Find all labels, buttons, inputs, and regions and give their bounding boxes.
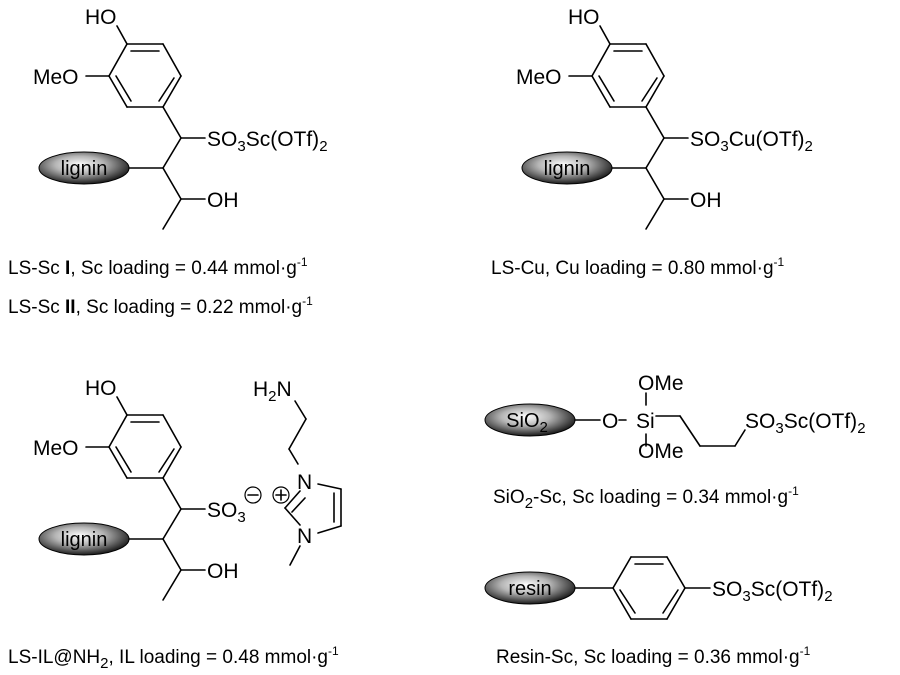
- caption-ls-il: LS-IL@NH2, IL loading = 0.48 mmol·g-1: [8, 644, 339, 672]
- caption-ls-sc-ii: LS-Sc II, Sc loading = 0.22 mmol·g-1: [8, 294, 313, 318]
- sulfonate-scandium-label: SO3Sc(OTf)2: [207, 128, 328, 155]
- lignin-support: [521, 151, 613, 185]
- methoxy-label: MeO: [516, 66, 562, 89]
- sulfonate-anion-label: SO3: [207, 499, 246, 526]
- negative-charge-icon: [244, 486, 262, 504]
- resin-label: resin: [508, 578, 551, 600]
- imidazolium-n1-label: N: [297, 471, 312, 494]
- methoxy-bottom-label: OMe: [638, 440, 684, 463]
- structure-ls-il: HO MeO SO3 OH lignin H2N N N: [33, 377, 342, 601]
- alcohol-label: OH: [207, 560, 239, 583]
- silicon-label: Si: [636, 410, 655, 433]
- alcohol-label: OH: [690, 189, 722, 212]
- hydroxy-label: HO: [85, 377, 117, 400]
- silica-label: SiO2: [506, 410, 548, 436]
- structure-resin-sc: resin SO3Sc(OTf)2: [484, 556, 833, 620]
- structure-ls-sc: HO MeO SO3Sc(OTf)2 OH lignin LS-Sc I, Sc…: [8, 6, 328, 318]
- sulfonate-scandium-label: SO3Sc(OTf)2: [712, 578, 833, 605]
- structure-ls-cu: HO MeO SO3Cu(OTf)2 OH lignin: [516, 6, 813, 230]
- benzene-ring: [612, 556, 686, 620]
- lignin-support: [38, 151, 130, 185]
- lignin-support: [38, 522, 130, 556]
- lignin-label: lignin: [544, 158, 591, 180]
- methoxy-top-label: OMe: [638, 372, 684, 395]
- sulfonate-scandium-label: SO3Sc(OTf)2: [745, 410, 866, 437]
- imidazolium-cation: H2N N N: [253, 378, 342, 566]
- caption-ls-cu: LS-Cu, Cu loading = 0.80 mmol·g-1: [491, 255, 785, 279]
- guaiacyl-ring: [108, 43, 182, 108]
- methoxy-label: MeO: [33, 437, 79, 460]
- guaiacyl-ring: [108, 414, 182, 479]
- positive-charge-icon: [272, 486, 290, 504]
- amine-label: H2N: [253, 378, 292, 405]
- structure-sio2-sc: SiO2 O Si OMe OMe SO3Sc(OTf)2: [484, 372, 866, 463]
- sulfonate-copper-label: SO3Cu(OTf)2: [690, 128, 813, 155]
- hydroxy-label: HO: [568, 6, 600, 29]
- lignin-label: lignin: [61, 158, 108, 180]
- guaiacyl-ring: [591, 43, 665, 108]
- methoxy-label: MeO: [33, 66, 79, 89]
- imidazolium-n3-label: N: [297, 525, 312, 548]
- oxygen-link-label: O: [602, 410, 618, 433]
- caption-resin-sc: Resin-Sc, Sc loading = 0.36 mmol·g-1: [496, 644, 811, 668]
- hydroxy-label: HO: [85, 6, 117, 29]
- caption-ls-sc-i: LS-Sc I, Sc loading = 0.44 mmol·g-1: [8, 255, 308, 279]
- lignin-label: lignin: [61, 529, 108, 551]
- alcohol-label: OH: [207, 189, 239, 212]
- caption-sio2-sc: SiO2-Sc, Sc loading = 0.34 mmol·g-1: [493, 484, 799, 512]
